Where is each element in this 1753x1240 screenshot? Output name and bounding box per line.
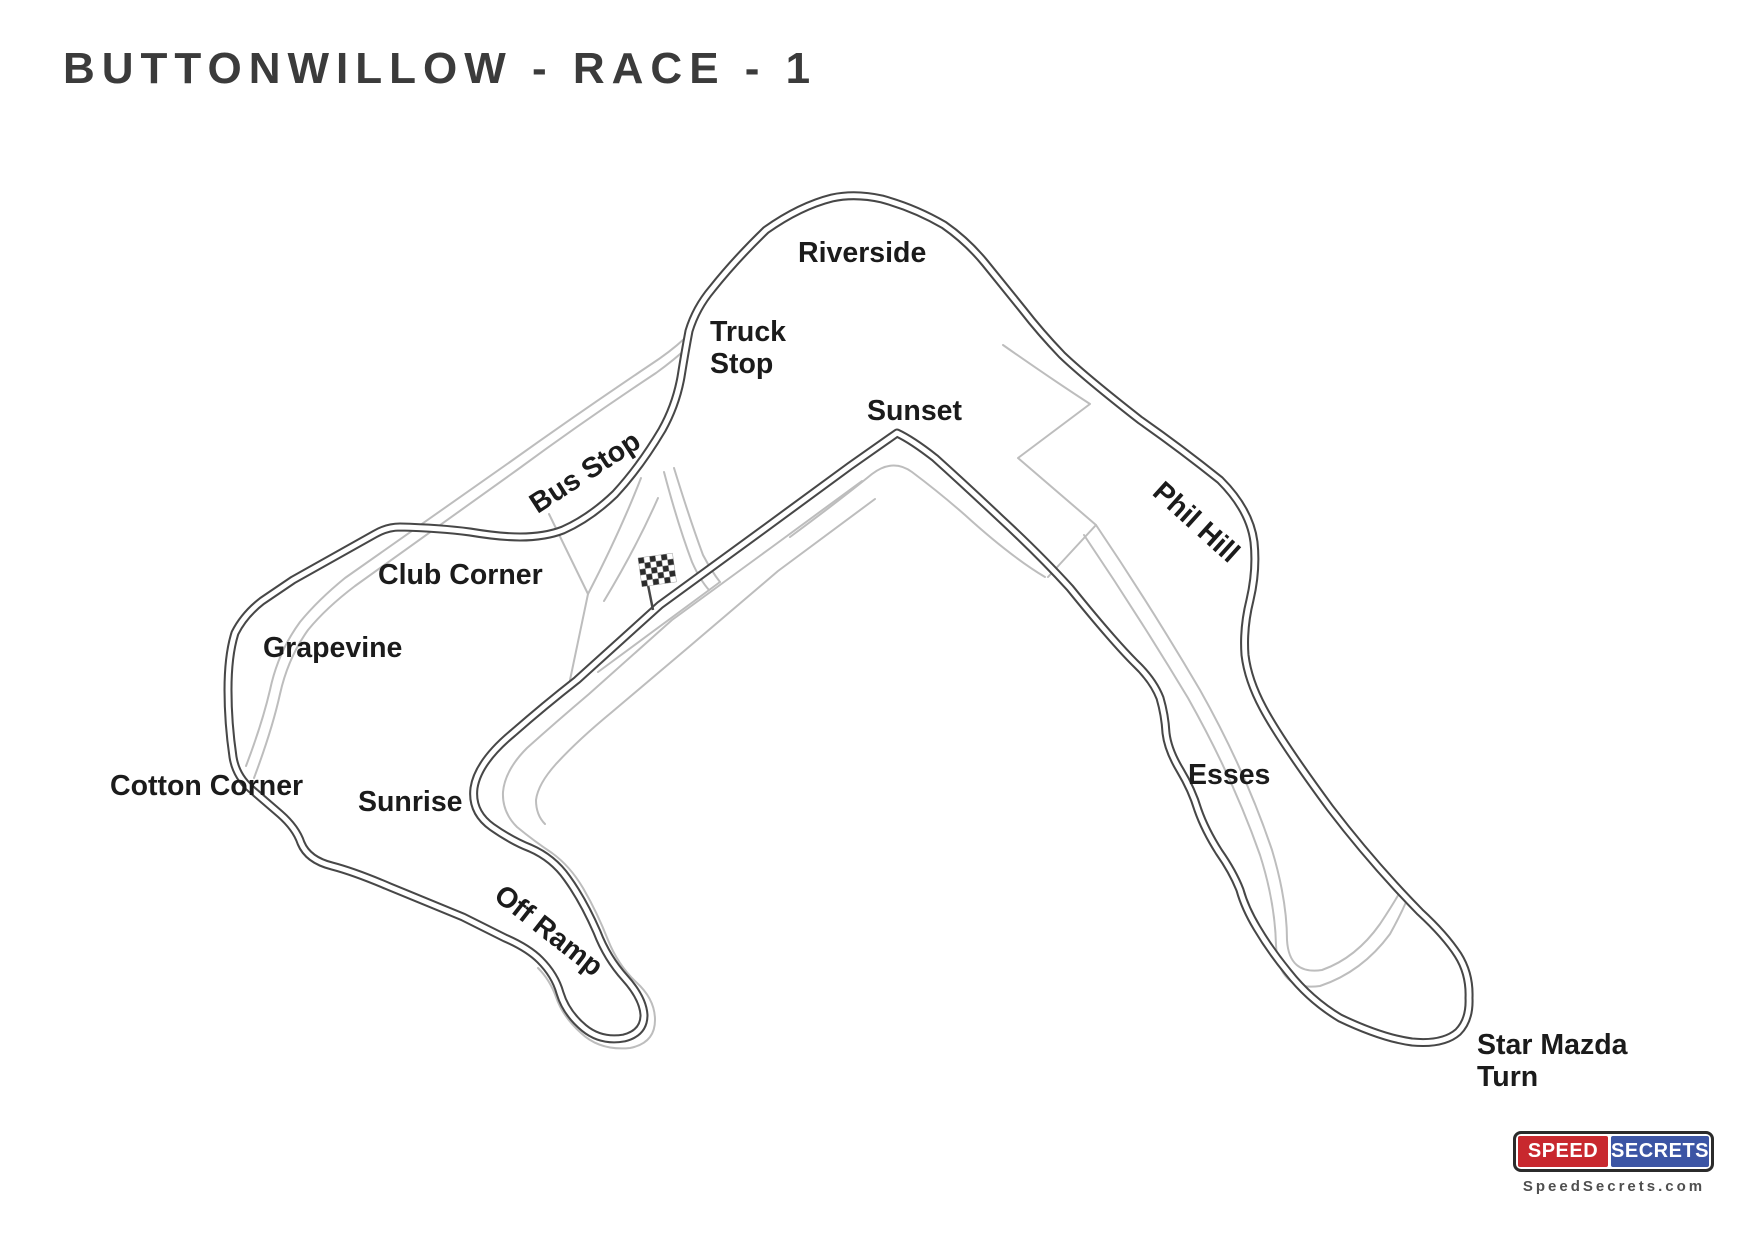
flag-cell	[645, 567, 653, 575]
corner-label-cotton-corner: Cotton Corner	[110, 770, 303, 802]
flag-cell	[658, 577, 666, 585]
corner-label-esses: Esses	[1188, 759, 1270, 791]
alt-route-layer	[245, 338, 1408, 1050]
flag-cell	[637, 556, 645, 564]
alt-route-path-13	[245, 338, 685, 767]
flag-cell	[656, 566, 664, 574]
flag-cell	[640, 574, 648, 582]
flag-cell	[644, 561, 652, 569]
flag-cell	[652, 578, 660, 586]
track-surface	[225, 193, 1472, 1045]
alt-route-path-2	[535, 498, 876, 825]
flag-cell	[650, 561, 658, 569]
alt-route-path-10	[1002, 344, 1097, 578]
alt-route-path-3	[663, 471, 710, 591]
flag-cell	[668, 564, 676, 572]
alt-route-path-9	[569, 593, 589, 681]
flag-cell	[641, 579, 649, 587]
corner-label-truck: Truck	[710, 316, 786, 348]
start-finish-flag-icon	[637, 552, 677, 611]
flag-cell	[643, 556, 651, 564]
flag-cell	[638, 562, 646, 570]
track-road-layer	[223, 191, 1474, 1047]
checkered-flag-icon	[637, 552, 677, 587]
logo-secrets-segment: SECRETS	[1611, 1136, 1709, 1167]
corner-label-sunset: Sunset	[867, 395, 963, 427]
flag-cell	[669, 575, 677, 583]
flag-cell	[651, 572, 659, 580]
alt-route-path-1	[501, 480, 863, 1050]
corner-label-riverside: Riverside	[798, 237, 926, 269]
alt-route-path-8	[548, 513, 589, 595]
alt-route-path-12	[1083, 534, 1408, 988]
flag-cell	[655, 560, 663, 568]
page-title: BUTTONWILLOW - RACE - 1	[63, 44, 818, 93]
speedsecrets-logo: SPEED SECRETS	[1513, 1131, 1714, 1172]
alt-route-path-11	[1095, 524, 1401, 972]
track-outline	[223, 191, 1474, 1047]
alt-route-path-6	[587, 477, 642, 595]
logo-site-url: SpeedSecrets.com	[1522, 1178, 1706, 1195]
corner-label-grapevine: Grapevine	[263, 632, 402, 664]
flag-cell	[650, 566, 658, 574]
flag-cell	[646, 579, 654, 587]
flag-cell	[666, 552, 674, 560]
alt-route-path-7	[603, 497, 659, 602]
alt-route-path-4	[673, 467, 721, 583]
corner-label-star-mazda: Star Mazda	[1477, 1029, 1629, 1061]
corner-label-sunrise: Sunrise	[358, 786, 463, 818]
flag-cell	[668, 570, 676, 578]
flag-cell	[663, 576, 671, 584]
flag-cell	[639, 568, 647, 576]
flag-cell	[661, 559, 669, 567]
alt-route-path-5	[597, 581, 721, 673]
flag-cell	[662, 565, 670, 573]
flag-cell	[667, 558, 675, 566]
flag-cell	[663, 570, 671, 578]
corner-label-star-mazda-2: Turn	[1477, 1061, 1538, 1093]
corner-label-truck-stop-2: Stop	[710, 348, 773, 380]
corner-label-club-corner: Club Corner	[378, 559, 543, 591]
flag-cell	[655, 554, 663, 562]
logo-speed-segment: SPEED	[1518, 1136, 1609, 1167]
alt-route-path-0	[789, 464, 1046, 578]
flag-cell	[660, 553, 668, 561]
flag-cell	[645, 573, 653, 581]
alt-route-path-14	[253, 346, 689, 779]
flag-cell	[649, 555, 657, 563]
flag-cell	[657, 571, 665, 579]
